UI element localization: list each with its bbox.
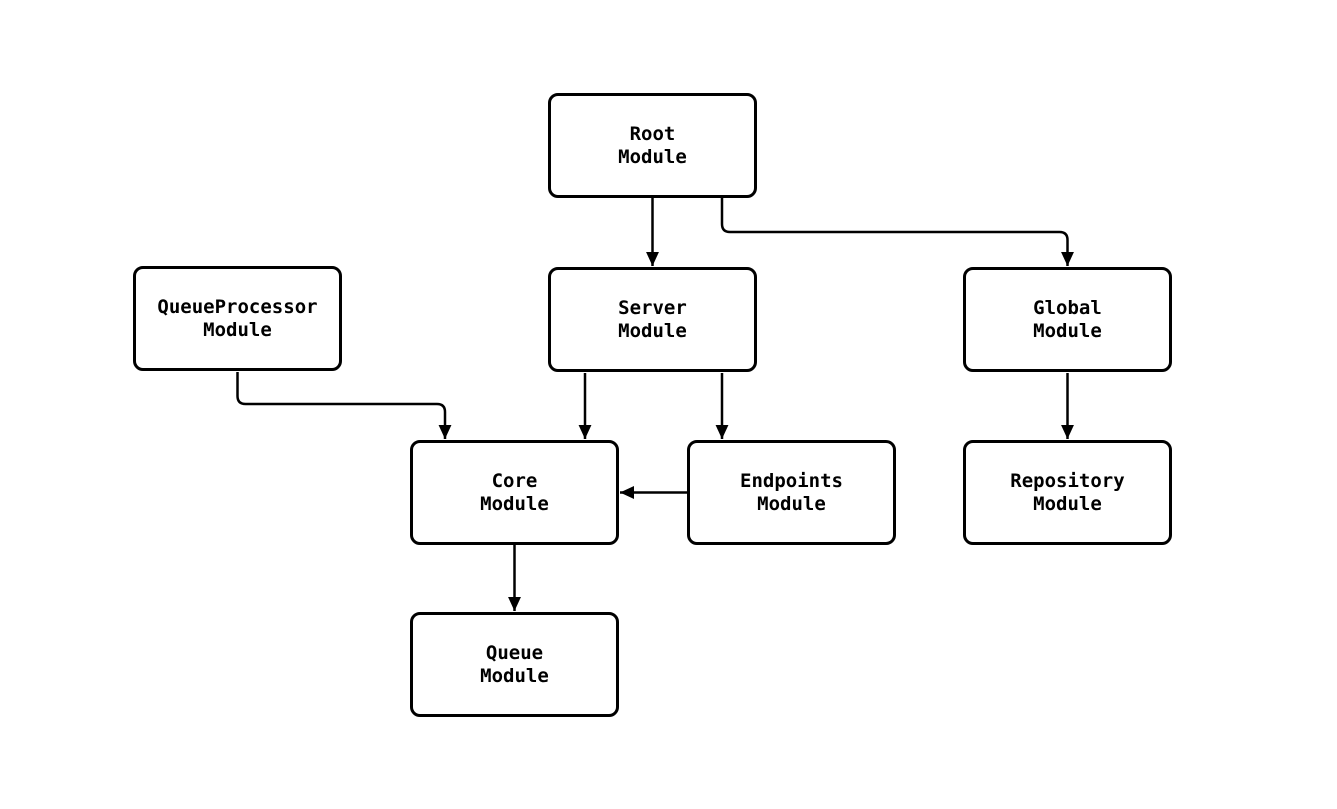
node-queue-module-label: Queue Module: [480, 642, 549, 687]
node-global-module: Global Module: [963, 267, 1172, 372]
node-queue-module: Queue Module: [410, 612, 619, 717]
node-queueprocessor-module-label: QueueProcessor Module: [157, 296, 318, 341]
node-endpoints-module: Endpoints Module: [687, 440, 896, 545]
node-server-module-label: Server Module: [618, 297, 687, 342]
edge-root-to-global: [720, 198, 1074, 266]
node-repository-module-label: Repository Module: [1010, 470, 1125, 515]
node-root-module-label: Root Module: [618, 123, 687, 168]
node-core-module-label: Core Module: [480, 470, 549, 515]
node-endpoints-module-label: Endpoints Module: [740, 470, 843, 515]
node-core-module: Core Module: [410, 440, 619, 545]
node-repository-module: Repository Module: [963, 440, 1172, 545]
node-queueprocessor-module: QueueProcessor Module: [133, 266, 342, 371]
edge-queueprocessor-to-core: [236, 372, 452, 439]
node-global-module-label: Global Module: [1033, 297, 1102, 342]
node-server-module: Server Module: [548, 267, 757, 372]
node-root-module: Root Module: [548, 93, 757, 198]
